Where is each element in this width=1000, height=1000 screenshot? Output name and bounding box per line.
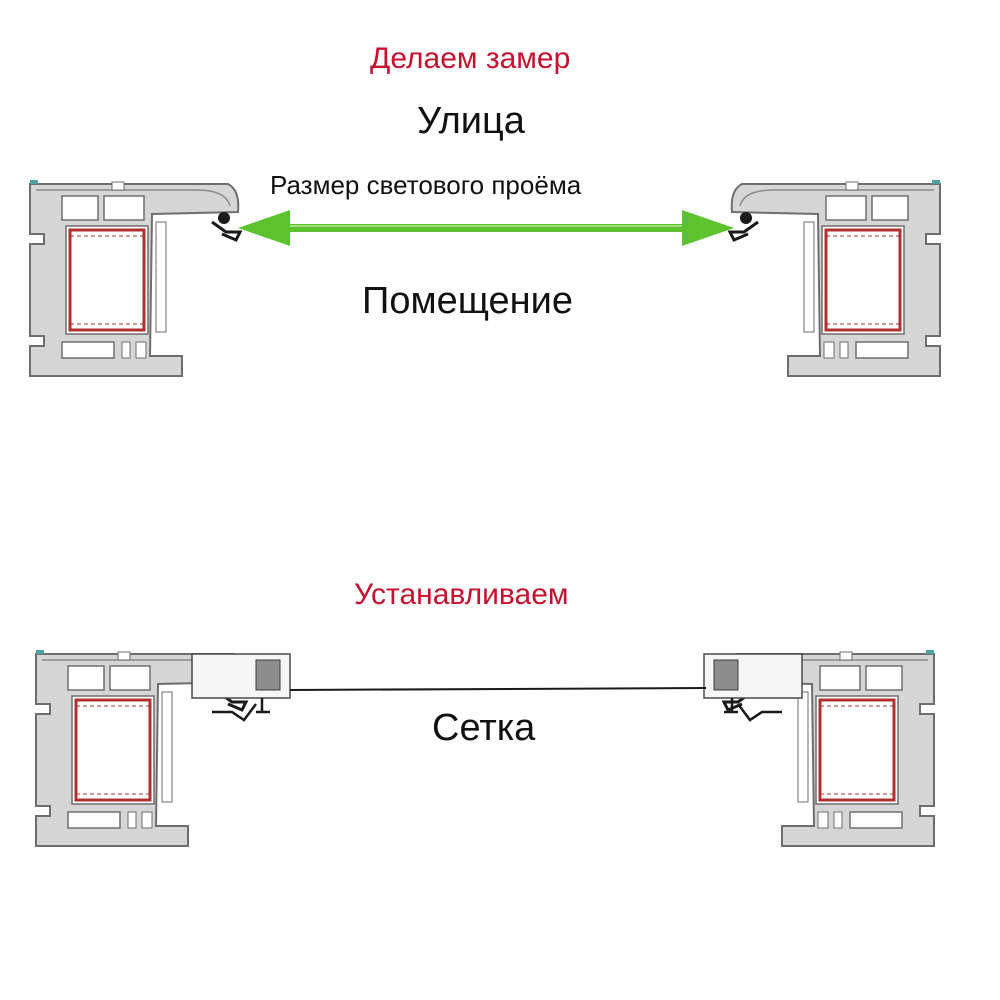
right-window-profile-icon (728, 178, 942, 378)
inside-label: Помещение (362, 280, 574, 322)
right-mosquito-net-frame-icon (702, 652, 804, 722)
left-window-profile-icon (28, 178, 242, 378)
double-arrow-icon (238, 210, 734, 246)
measure-title: Делаем замер (370, 42, 571, 75)
mesh-label: Сетка (432, 707, 536, 749)
opening-size-label: Размер светового проёма (270, 170, 582, 200)
outside-label: Улица (417, 100, 525, 142)
mesh-line (289, 687, 707, 691)
install-title: Устанавливаем (354, 578, 569, 611)
